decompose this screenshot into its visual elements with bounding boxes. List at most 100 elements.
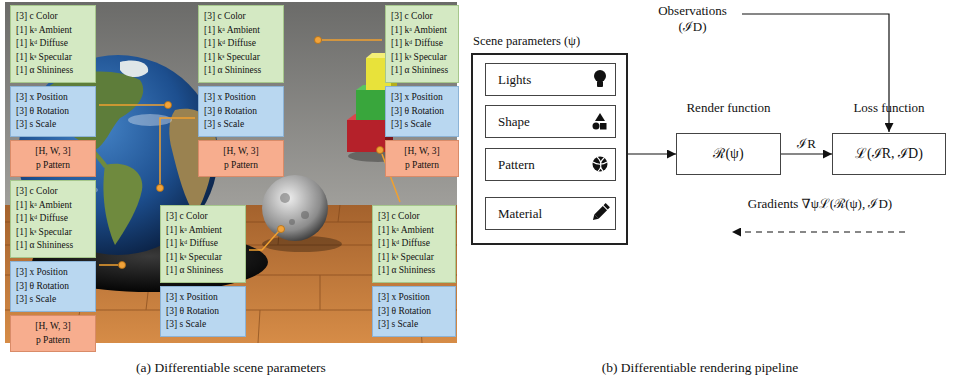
transform-param: [3] s Scale — [16, 118, 56, 132]
icons — [591, 70, 610, 222]
transform-param: [3] θ Rotation — [204, 105, 257, 119]
transform-param: [3] s Scale — [16, 293, 56, 307]
pattern-param: p Pattern — [405, 159, 439, 173]
bulb-base — [597, 81, 603, 87]
transform-box: [3] x Position[3] θ Rotation[3] s Scale — [372, 286, 456, 337]
material-param: [1] α Shininess — [378, 264, 435, 278]
pattern-param: [H, W, 3] — [35, 145, 70, 159]
pattern-param: p Pattern — [36, 334, 70, 348]
leader-dot — [119, 262, 126, 269]
math-expression: ℛ(ψ) — [713, 134, 743, 174]
material-param: [3] c Color — [204, 10, 246, 24]
transform-box: [3] x Position[3] θ Rotation[3] s Scale — [198, 86, 284, 137]
material-param: [3] c Color — [378, 210, 420, 224]
component-label: Pattern — [498, 157, 535, 173]
crater — [280, 193, 290, 203]
transform-param: [3] x Position — [16, 266, 68, 280]
green-cube — [356, 90, 388, 120]
transform-box: [3] x Position[3] θ Rotation[3] s Scale — [385, 86, 459, 137]
transform-param: [3] x Position — [16, 91, 68, 105]
circle-shape — [593, 123, 600, 130]
leader-dot — [165, 102, 172, 109]
parameter-box: Lights — [485, 63, 616, 96]
transform-param: [3] x Position — [166, 291, 218, 305]
material-param: [1] kˢ Specular — [16, 51, 72, 65]
pattern-param: p Pattern — [224, 159, 258, 173]
transform-param: [3] s Scale — [391, 118, 431, 132]
pattern-icon — [593, 157, 608, 172]
material-param: [1] kᵃ Ambient — [204, 24, 260, 38]
material-box: [3] c Color[1] kᵃ Ambient[1] kᵈ Diffuse[… — [385, 5, 459, 83]
transform-param: [3] x Position — [391, 91, 443, 105]
pencil-tip — [591, 214, 599, 222]
pattern-param: [H, W, 3] — [404, 145, 439, 159]
ice-sheet — [120, 60, 148, 77]
material-param: [3] c Color — [391, 10, 433, 24]
material-param: [1] kˢ Specular — [204, 51, 260, 65]
pencil-icon — [591, 203, 610, 222]
lightbulb-icon — [594, 70, 606, 87]
function-label: Loss function — [853, 100, 924, 134]
component-label: Material — [498, 206, 542, 222]
panel-caption: (a) Differentiable scene parameters — [5, 360, 457, 376]
pattern-ball — [593, 157, 608, 172]
crater — [289, 219, 295, 225]
continent — [103, 164, 142, 245]
pattern-param: [H, W, 3] — [223, 145, 258, 159]
leader-dot — [377, 147, 384, 154]
material-param: [1] kᵈ Diffuse — [166, 237, 218, 251]
leader-dot — [315, 37, 322, 44]
label-holder: (b) Differentiable rendering pipeline — [470, 360, 930, 376]
leader-line — [322, 39, 382, 41]
component-label: Shape — [498, 114, 530, 130]
material-param: [1] kˢ Specular — [166, 251, 222, 265]
material-param: [1] kᵃ Ambient — [378, 224, 434, 238]
pattern-param: [H, W, 3] — [35, 320, 70, 334]
math-expression: ℒ(ℐR, ℐD) — [855, 134, 923, 174]
material-param: [1] kᵃ Ambient — [166, 224, 222, 238]
moon-sphere — [262, 175, 328, 241]
material-box: [3] c Color[1] kᵃ Ambient[1] kᵈ Diffuse[… — [372, 205, 456, 283]
transform-param: [3] x Position — [204, 91, 256, 105]
panel-caption: (b) Differentiable rendering pipeline — [470, 360, 930, 376]
transform-param: [3] θ Rotation — [16, 105, 69, 119]
label-holder: Gradients ∇ψℒ(ℛ(ψ), ℐD) — [690, 196, 950, 212]
pattern-box: [H, W, 3]p Pattern — [10, 315, 96, 352]
material-param: [1] kˢ Specular — [378, 251, 434, 265]
function-label: Render function — [686, 100, 770, 134]
edge-label-holder: ℐR — [797, 136, 816, 151]
parameter-box: Pattern — [485, 148, 616, 181]
triangle-shape — [595, 113, 605, 121]
material-box: [3] c Color[1] kᵃ Ambient[1] kᵈ Diffuse[… — [160, 205, 246, 283]
material-param: [1] kᵃ Ambient — [16, 24, 72, 38]
function-box: Loss functionℒ(ℐR, ℐD) — [832, 133, 946, 175]
material-box: [3] c Color[1] kᵃ Ambient[1] kᵈ Diffuse[… — [198, 5, 284, 83]
material-param: [1] α Shininess — [166, 264, 223, 278]
square-shape — [600, 123, 607, 130]
leader-dot — [278, 226, 285, 233]
label-holder: (a) Differentiable scene parameters — [5, 360, 457, 376]
transform-param: [3] s Scale — [166, 318, 206, 332]
component-label: Lights — [498, 72, 531, 88]
transform-param: [3] s Scale — [204, 118, 244, 132]
pattern-box: [H, W, 3]p Pattern — [10, 140, 96, 177]
material-param: [3] c Color — [16, 10, 58, 24]
transform-box: [3] x Position[3] θ Rotation[3] s Scale — [10, 261, 96, 312]
crater — [301, 211, 309, 219]
connector-arrow — [628, 153, 676, 154]
function-box: Render functionℛ(ψ) — [676, 133, 781, 175]
pattern-curves — [593, 157, 607, 171]
parameter-group: Scene parameters (ψ)LightsShapePatternMa… — [471, 53, 628, 245]
leader-line — [99, 264, 118, 266]
observations-label: Observations (ℐD) — [645, 3, 740, 35]
gradient-arrow — [732, 231, 905, 232]
transform-param: [3] θ Rotation — [391, 105, 444, 119]
leader-line — [99, 104, 165, 106]
edge-label: ℐR — [797, 136, 816, 151]
material-param: [1] kᵈ Diffuse — [16, 37, 68, 51]
pencil-eraser — [604, 203, 610, 209]
material-param: [1] α Shininess — [16, 64, 73, 78]
pattern-param: p Pattern — [36, 159, 70, 173]
material-param: [1] α Shininess — [204, 64, 261, 78]
